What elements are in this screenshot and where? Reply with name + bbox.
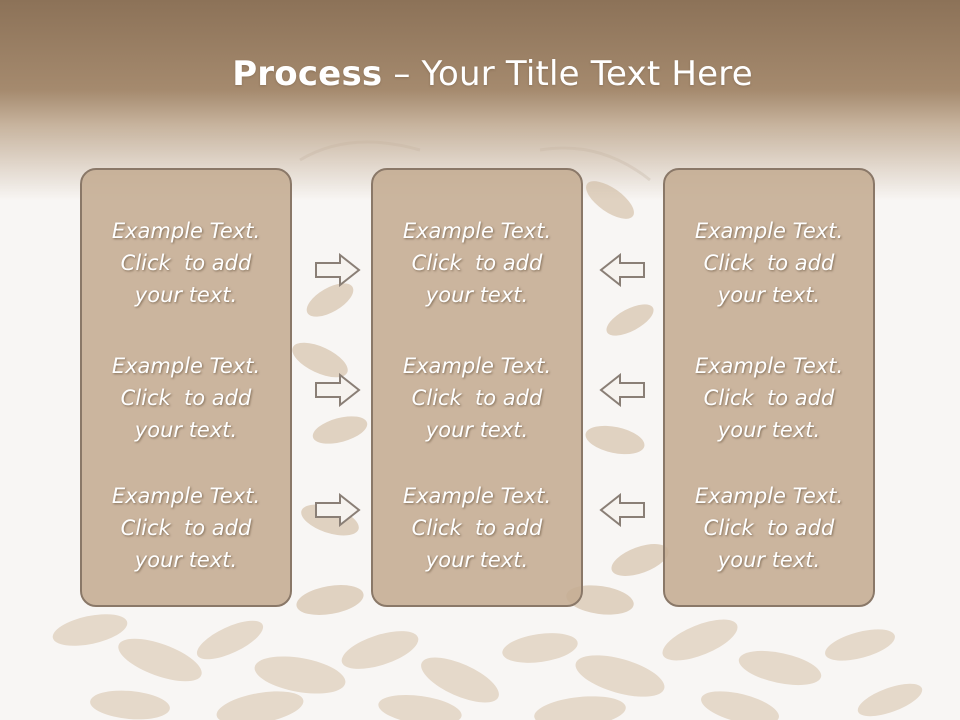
- text-block[interactable]: Example Text. Click to add your text.: [665, 350, 873, 446]
- text-line: Click to add: [411, 251, 543, 275]
- process-panel-left[interactable]: Example Text. Click to add your text. Ex…: [80, 168, 292, 607]
- text-line: Click to add: [703, 516, 835, 540]
- text-line: your text.: [134, 283, 238, 307]
- text-line: Click to add: [120, 386, 252, 410]
- slide-title[interactable]: Process – Your Title Text Here: [0, 54, 960, 94]
- text-block[interactable]: Example Text. Click to add your text.: [373, 215, 581, 311]
- right-arrow-icon: [315, 373, 361, 407]
- text-block[interactable]: Example Text. Click to add your text.: [82, 480, 290, 576]
- text-line: Example Text.: [694, 484, 844, 508]
- text-line: your text.: [134, 418, 238, 442]
- text-line: Example Text.: [694, 219, 844, 243]
- text-line: Click to add: [411, 386, 543, 410]
- text-line: your text.: [717, 283, 821, 307]
- process-panel-right[interactable]: Example Text. Click to add your text. Ex…: [663, 168, 875, 607]
- title-bold: Process: [232, 54, 383, 94]
- text-block[interactable]: Example Text. Click to add your text.: [82, 350, 290, 446]
- process-panel-center[interactable]: Example Text. Click to add your text. Ex…: [371, 168, 583, 607]
- text-line: your text.: [425, 548, 529, 572]
- text-line: Example Text.: [111, 219, 261, 243]
- text-line: Example Text.: [402, 354, 552, 378]
- text-line: your text.: [425, 418, 529, 442]
- left-arrow-icon: [599, 253, 645, 287]
- text-block[interactable]: Example Text. Click to add your text.: [665, 215, 873, 311]
- text-line: your text.: [717, 418, 821, 442]
- text-block[interactable]: Example Text. Click to add your text.: [373, 350, 581, 446]
- text-line: Click to add: [411, 516, 543, 540]
- title-header-band: [0, 0, 960, 200]
- text-line: Click to add: [120, 251, 252, 275]
- text-line: Click to add: [703, 251, 835, 275]
- text-block[interactable]: Example Text. Click to add your text.: [82, 215, 290, 311]
- text-line: your text.: [425, 283, 529, 307]
- right-arrow-icon: [315, 253, 361, 287]
- left-arrow-icon: [599, 373, 645, 407]
- text-block[interactable]: Example Text. Click to add your text.: [665, 480, 873, 576]
- text-line: your text.: [717, 548, 821, 572]
- text-line: your text.: [134, 548, 238, 572]
- text-line: Example Text.: [402, 219, 552, 243]
- title-rest: – Your Title Text Here: [382, 54, 753, 94]
- text-line: Click to add: [120, 516, 252, 540]
- text-line: Example Text.: [111, 354, 261, 378]
- text-line: Example Text.: [694, 354, 844, 378]
- text-line: Example Text.: [402, 484, 552, 508]
- left-arrow-icon: [599, 493, 645, 527]
- text-line: Click to add: [703, 386, 835, 410]
- text-line: Example Text.: [111, 484, 261, 508]
- right-arrow-icon: [315, 493, 361, 527]
- text-block[interactable]: Example Text. Click to add your text.: [373, 480, 581, 576]
